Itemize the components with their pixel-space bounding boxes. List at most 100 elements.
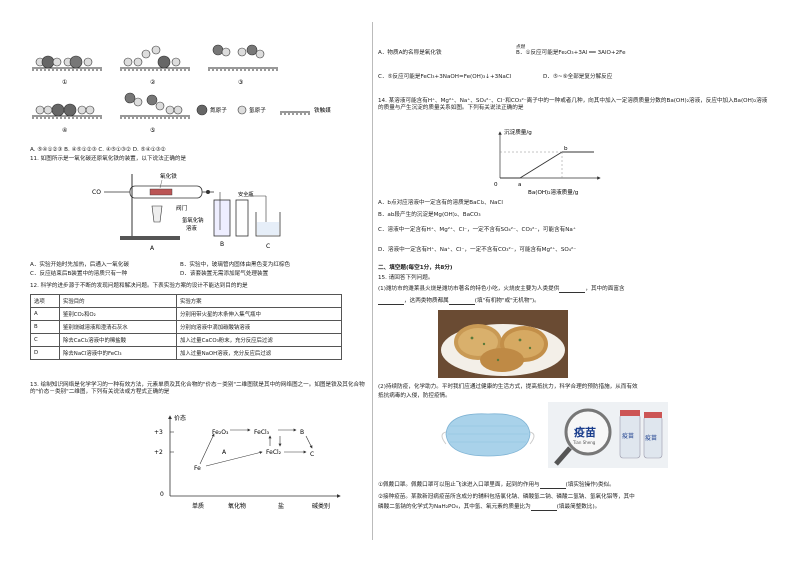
legend-hydrogen: 氢原子 — [249, 106, 266, 114]
particle-frame-2 — [120, 45, 190, 71]
q14-option-d: D．溶液中一定含有H⁺、Na⁺、Cl⁻，一定不含有CO₃²⁻，可能含有Mg²⁺、… — [378, 247, 577, 253]
chart-origin: 0 — [494, 182, 498, 188]
q14-option-c: C．溶液中一定含有H⁺、Mg²⁺、Cl⁻，一定不含有SO₄²⁻、CO₃²⁻，可能… — [378, 227, 576, 233]
answer-blank[interactable] — [530, 505, 557, 511]
cell-purpose: 除去NaCl溶液中的FeCl₃ — [59, 346, 177, 360]
particle-frame-5 — [120, 92, 190, 119]
hydrogen-atom-icon — [237, 105, 247, 115]
particle-frame-3 — [208, 44, 278, 71]
answer-blank[interactable] — [448, 299, 475, 305]
iron-oxide-label: 氧化铁 — [160, 172, 177, 180]
answer-blank[interactable] — [559, 287, 586, 293]
x-category-oxide: 氧化物 — [228, 502, 246, 510]
cell-purpose: 除去CaCl₂溶液中的稀盐酸 — [59, 333, 177, 347]
valve-label: 阀门 — [176, 204, 188, 212]
co-label: CO — [92, 189, 101, 196]
particle-frame-4 — [32, 103, 102, 119]
q15-p4-text-b: 磷酸二氢钠的化学式为NaH₂PO₄，其中氢、氧元素的质量比为 — [378, 504, 531, 510]
particle-label-2: ② — [150, 79, 156, 86]
face-mask-image — [441, 413, 535, 457]
node-fecl3: FeCl₃ — [254, 429, 270, 436]
vaccine-label-small-2: 疫苗 — [645, 434, 657, 442]
table-row: C 除去CaCl₂溶液中的稀盐酸 加入过量CaCO₃粉末，充分反应后过滤 — [30, 333, 342, 347]
x-category-salt: 盐 — [278, 502, 284, 510]
cell-option: A — [30, 307, 60, 321]
q15-p4-line1: ②接种疫苗。某款新冠病疫苗所含成分的辅料包括氯化钠、磷酸氢二钠、磷酸二氢钠、氢氧… — [378, 494, 635, 500]
section-2-title: 二、填空题(每空1分，共8分) — [378, 265, 453, 271]
shaobing-photo — [438, 310, 568, 378]
legend-catalyst: 铁触媒 — [314, 106, 331, 114]
cell-option: B — [30, 320, 60, 334]
particle-label-1: ① — [62, 79, 67, 86]
node-fe: Fe — [194, 465, 201, 472]
legend-nitrogen: 氮原子 — [210, 106, 227, 114]
node-a: A — [222, 449, 227, 456]
apparatus-label-a: A — [150, 245, 155, 252]
cell-scheme: 分别用带火星的木条伸入集气瓶中 — [176, 307, 342, 321]
q13-option-c: C．⑤反应可能是FeCl₃+3NaOH=Fe(OH)₃↓+3NaCl — [378, 74, 512, 80]
cell-purpose: 鉴别CO₂和O₂ — [59, 307, 177, 321]
q15-p3-text-a: ①佩戴口罩。佩戴口罩可以阻止飞沫进入口罩里面，起到的作用与 — [378, 482, 540, 488]
header-scheme: 实验方案 — [176, 294, 342, 308]
q13-stem: 13. 绘制知识网络是化学学习的一种有效方法，元素单质及其化合物的"价态－类别"… — [30, 382, 365, 395]
solution-label-2: 溶液 — [186, 224, 197, 232]
y-tick-zero: 0 — [160, 491, 164, 498]
y-tick-plus3: +3 — [154, 429, 163, 436]
q15-p2-line1: (2)持续防疫，化学助力。平时我们应通过健康的生活方式，提高抵抗力，科学合理的预… — [378, 384, 638, 390]
safety-bottle-label: 安全瓶 — [238, 190, 254, 198]
chart-y-label: 沉淀质量/g — [504, 128, 532, 136]
vaccine-label: 疫苗 — [574, 425, 596, 439]
node-fecl2: FeCl₂ — [266, 449, 282, 456]
q10-answer-options: A. ⑤④①②③ B. ④⑤①②③ C. ④⑤①③② D. ⑤④①③② — [30, 147, 166, 153]
q15-p3: ①佩戴口罩。佩戴口罩可以阻止飞沫进入口罩里面，起到的作用与 (填实验操作)类似。 — [378, 482, 615, 489]
q14-option-b: B．ab段产生的沉淀是Mg(OH)₂、BaCO₃ — [378, 212, 481, 218]
table-row: D 除去NaCl溶液中的FeCl₃ 加入过量NaOH溶液，充分反应后过滤 — [30, 346, 342, 360]
q12-stem: 12. 科学的进步源于不断的发现问题和解决问题。下表实验方案的设计不能达到目的的… — [30, 283, 248, 289]
q15-p1-line1: (1)潍坊市的潍莱县火烧是潍坊市著名的特色小吃，火烧皮主要为人类提供，其中的面富… — [378, 286, 625, 293]
cell-purpose: 鉴别烧碱溶液和澄清石灰水 — [59, 320, 177, 334]
left-column: ① ② ③ — [30, 0, 370, 562]
cell-option: C — [30, 333, 60, 347]
particle-diagram: ① ② ③ — [32, 44, 331, 134]
q15-p1-text-a: (1)潍坊市的潍莱县火烧是潍坊市著名的特色小吃，火烧皮主要为人类提供 — [378, 286, 560, 292]
vaccine-label-small-1: 疫苗 — [622, 432, 634, 440]
answer-blank[interactable] — [378, 299, 404, 305]
vaccine-image: 疫苗 Tian Sheng 疫苗 疫苗 — [548, 402, 668, 468]
q14-option-a: A．b点对应溶液中一定含有的溶质是BaCl₂、NaCl — [378, 200, 503, 206]
q15-p1-text-d: (填"有机物"或"无机物")。 — [474, 298, 540, 304]
apparatus-label-b: B — [220, 241, 224, 248]
column-divider — [372, 22, 373, 540]
y-axis-label: 价态 — [174, 414, 186, 422]
table-row: A 鉴别CO₂和O₂ 分别用带火星的木条伸入集气瓶中 — [30, 307, 342, 321]
particle-label-3: ③ — [238, 79, 243, 86]
co-reduction-apparatus: CO 氧化铁 A 阀门 氢氧化钠 溶液 B 安全瓶 C — [92, 172, 281, 252]
vaccine-sublabel: Tian Sheng — [572, 440, 596, 445]
q13-option-b-condition: 点燃 — [516, 45, 526, 50]
y-tick-plus2: +2 — [154, 449, 163, 456]
chart-x-label: Ba(OH)₂溶液质量/g — [528, 188, 579, 196]
right-column: A．物质A的名称是氧化铁 点燃 B．①反应可能是Fe₂O₃+3Al ══ 3Al… — [378, 0, 773, 562]
q15-p4-text-c: (填最简整数比)。 — [556, 504, 601, 510]
q13-option-a: A．物质A的名称是氧化铁 — [378, 50, 442, 56]
q11-option-b: B．实验中，玻璃管内固体由黑色变为红棕色 — [180, 262, 291, 268]
q15-p1-line2: ，这两类物质都属 (填"有机物"或"无机物")。 — [378, 298, 540, 305]
chart-point-a: a — [518, 182, 521, 188]
particle-frame-1 — [32, 55, 102, 71]
q14-stem: 14. 某溶液可能含有H⁺、Mg²⁺、Na⁺、SO₄²⁻、Cl⁻和CO₃²⁻离子… — [378, 98, 768, 111]
nitrogen-atom-icon — [196, 104, 208, 116]
solution-label: 氢氧化钠 — [182, 216, 204, 224]
q15-p3-text-b: (填实验操作)类似。 — [565, 482, 615, 488]
x-category-element: 单质 — [192, 502, 204, 510]
node-fe2o3: Fe₂O₃ — [212, 429, 229, 436]
answer-blank[interactable] — [539, 483, 566, 489]
q11-option-d: D．该套装置无需添加尾气处理装置 — [180, 271, 269, 277]
cell-option: D — [30, 346, 60, 360]
q11-option-c: C．反应结束后B装置中的溶质只有一种 — [30, 271, 128, 277]
header-option: 选项 — [30, 294, 60, 308]
node-b: B — [300, 429, 304, 436]
header-purpose: 实验目的 — [59, 294, 177, 308]
node-c: C — [310, 451, 314, 458]
q15-p1-text-c: ，这两类物质都属 — [404, 298, 449, 304]
q15-p2-line2: 抵抗病毒的入侵，防控疫情。 — [378, 393, 451, 399]
